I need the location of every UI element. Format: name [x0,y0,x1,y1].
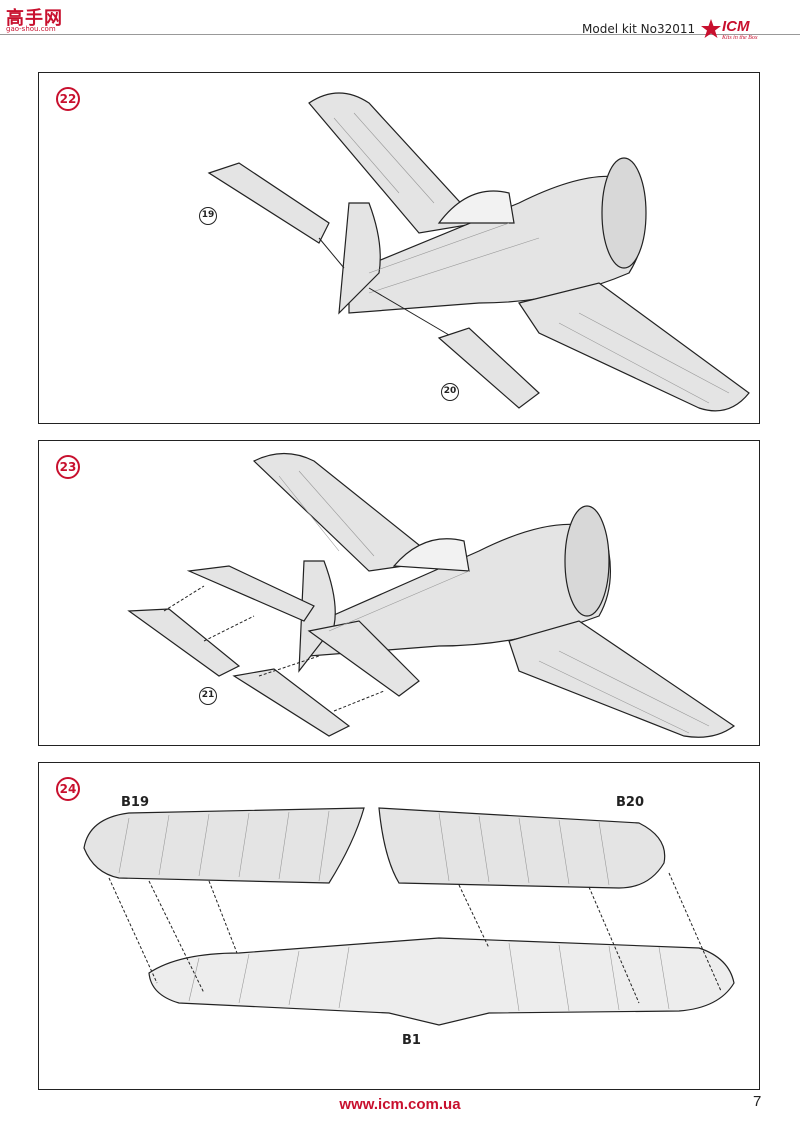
part-callout-19: 19 [199,207,217,225]
step-badge: 24 [56,777,80,801]
part-label-b20: B20 [616,795,644,810]
logo-text: ICM [722,18,750,35]
step-badge: 22 [56,87,80,111]
icm-logo: ICM Kits in the Box [700,16,776,42]
model-kit-number: Model kit No32011 [582,22,696,36]
part-callout-21: 21 [199,687,217,705]
part-label-b19: B19 [121,795,149,810]
step-24-illustration [83,807,735,1026]
page-number: 7 [753,1093,762,1110]
star-icon [701,19,721,38]
step-24-panel: 24 B19 [38,762,760,1090]
watermark: 高手网 gao-shou.com [6,4,72,34]
step-23-panel: 23 21 [38,440,760,746]
step-22-illustration [207,92,750,412]
logo-tagline: Kits in the Box [722,35,758,41]
part-label-b1: B1 [402,1033,421,1048]
header-rule [0,34,800,35]
step-23-illustration [127,452,736,738]
website-url[interactable]: www.icm.com.ua [339,1096,461,1113]
watermark-chinese: 高手网 [6,8,63,29]
step-badge: 23 [56,455,80,479]
step-22-panel: 22 19 20 [38,72,760,424]
part-callout-20: 20 [441,383,459,401]
watermark-url: gao-shou.com [6,25,56,33]
